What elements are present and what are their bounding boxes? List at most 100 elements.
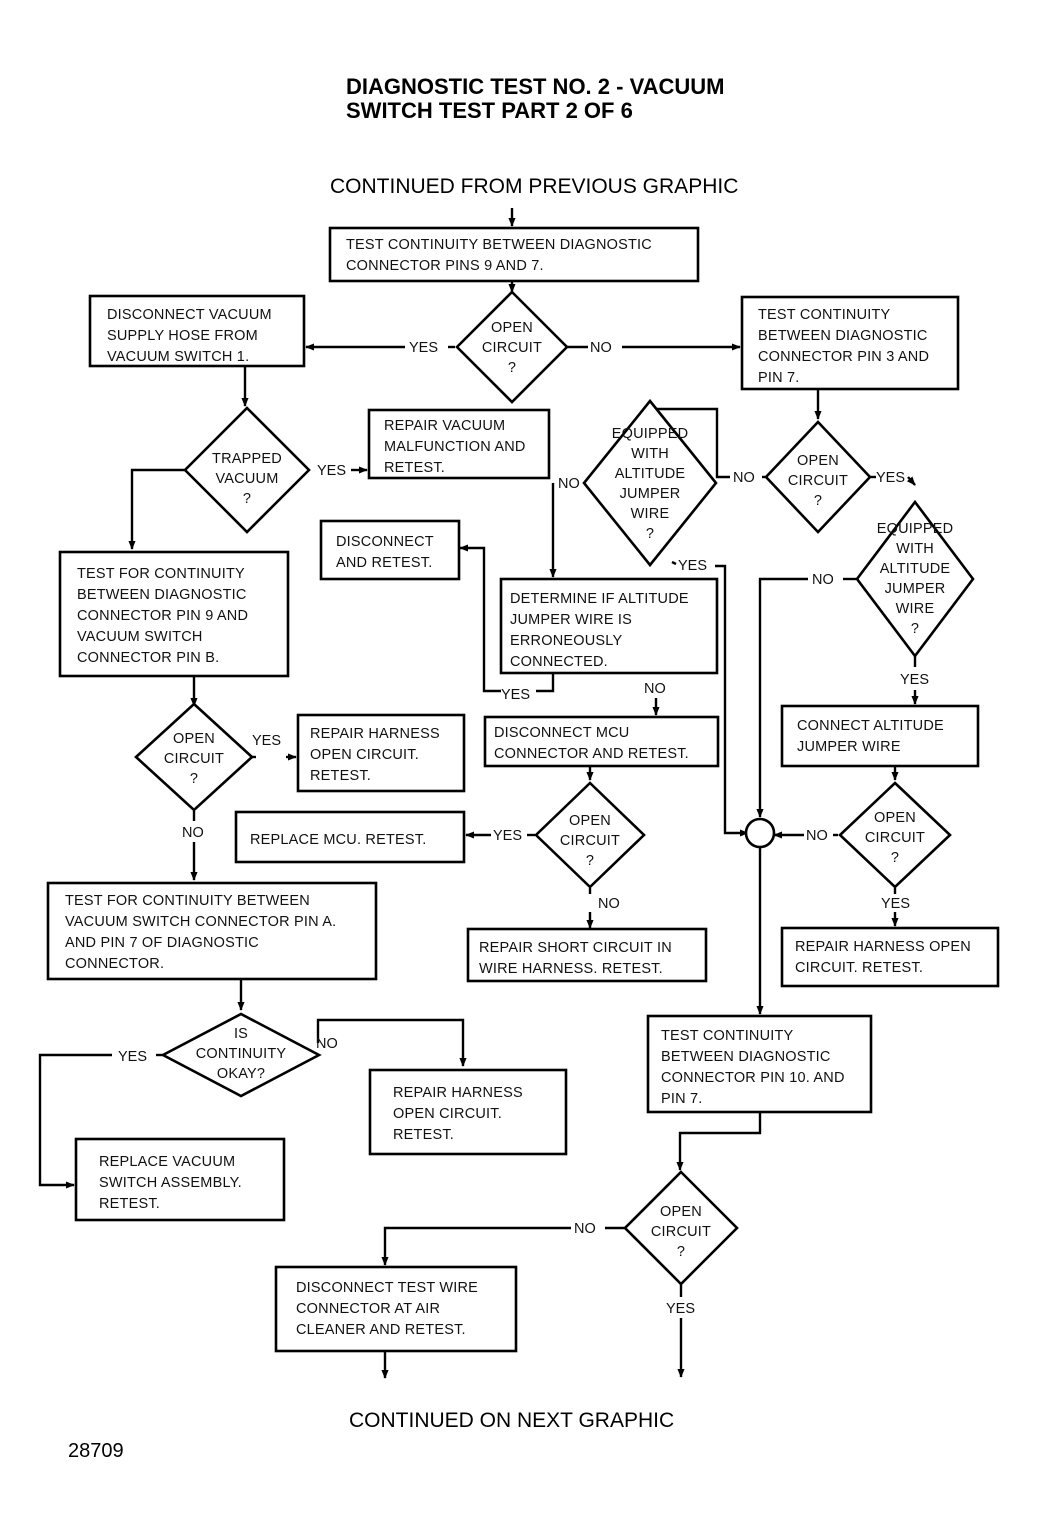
- node-text-line: ERRONEOUSLY: [510, 633, 622, 649]
- process-box: [234, 810, 466, 864]
- node-text-line: OPEN: [569, 813, 611, 829]
- node-text-line: CONNECTOR.: [65, 956, 164, 972]
- node-text-line: TEST CONTINUITY: [758, 307, 891, 323]
- node-text-line: OPEN: [874, 810, 916, 826]
- connector-lines: [38, 208, 919, 1379]
- node-text-line: ?: [190, 771, 198, 787]
- node-text-line: PIN 7.: [661, 1091, 703, 1107]
- label-yes-trapped-vacuum: YES: [317, 463, 346, 479]
- node-text-line: JUMPER: [885, 581, 946, 597]
- node-replace-mcu: REPLACE MCU. RETEST.: [234, 810, 466, 864]
- node-text-line: PIN 7.: [758, 370, 800, 386]
- label-no-open-circuit-6: NO: [574, 1221, 596, 1237]
- node-text-line: ?: [646, 526, 654, 542]
- decision-diamond: [855, 499, 975, 659]
- process-box: [780, 704, 980, 768]
- node-test-pins-9-7: TEST CONTINUITY BETWEEN DIAGNOSTICCONNEC…: [328, 226, 700, 283]
- title-line-1: DIAGNOSTIC TEST NO. 2 - VACUUM: [346, 74, 725, 99]
- node-text-line: OPEN: [797, 453, 839, 469]
- node-text-line: REPAIR HARNESS: [393, 1085, 523, 1101]
- node-text-line: AND RETEST.: [336, 555, 432, 571]
- node-text-line: OPEN: [173, 731, 215, 747]
- node-text-line: IS: [234, 1026, 248, 1042]
- node-text-line: CONNECTOR AND RETEST.: [494, 746, 689, 762]
- node-text-line: JUMPER WIRE: [797, 739, 901, 755]
- node-text-line: DETERMINE IF ALTITUDE: [510, 591, 689, 607]
- process-box: [328, 226, 700, 283]
- label-no-equipped-1: NO: [558, 476, 580, 492]
- node-text-line: JUMPER WIRE IS: [510, 612, 632, 628]
- process-box: [88, 294, 306, 368]
- label-yes-open-circuit-6: YES: [666, 1301, 695, 1317]
- decision-diamond: [534, 781, 646, 889]
- node-text-line: VACUUM SWITCH: [77, 629, 203, 645]
- node-text-line: REPLACE VACUUM: [99, 1154, 235, 1170]
- node-text-line: CLEANER AND RETEST.: [296, 1322, 466, 1338]
- label-no-continuity: NO: [316, 1036, 338, 1052]
- node-text-line: CIRCUIT: [651, 1224, 711, 1240]
- node-text-line: ?: [814, 493, 822, 509]
- node-text-line: TEST CONTINUITY: [661, 1028, 794, 1044]
- process-box: [58, 550, 290, 678]
- node-text-line: CONTINUITY: [196, 1046, 287, 1062]
- label-yes-open-circuit-5: YES: [881, 896, 910, 912]
- node-text-line: CIRCUIT: [560, 833, 620, 849]
- decision-diamond: [764, 420, 872, 534]
- label-no-open-circuit-2: NO: [733, 470, 755, 486]
- node-text-line: WITH: [896, 541, 934, 557]
- decision-diamond: [838, 781, 952, 889]
- junction-circle: [744, 817, 776, 849]
- process-box: [274, 1265, 518, 1353]
- label-no-open-circuit-1: NO: [590, 340, 612, 356]
- process-box: [466, 927, 708, 983]
- continued-on-caption: CONTINUED ON NEXT GRAPHIC: [349, 1409, 674, 1432]
- node-text-line: ?: [586, 853, 594, 869]
- node-determine-altitude-jumper: DETERMINE IF ALTITUDE JUMPER WIRE IS ERRON…: [499, 577, 719, 675]
- node-text-line: WIRE: [631, 506, 670, 522]
- node-text-line: REPAIR SHORT CIRCUIT IN: [479, 940, 672, 956]
- node-text-line: CONNECTOR PINS 9 AND 7.: [346, 258, 544, 274]
- node-text-line: OPEN CIRCUIT.: [393, 1106, 502, 1122]
- node-text-line: WIRE HARNESS. RETEST.: [479, 961, 663, 977]
- node-text-line: TEST FOR CONTINUITY: [77, 566, 245, 582]
- node-text-line: VACUUM SWITCH 1.: [107, 349, 249, 365]
- node-text-line: OKAY?: [217, 1066, 265, 1082]
- decision-diamond: [623, 1170, 739, 1286]
- node-text-line: SWITCH ASSEMBLY.: [99, 1175, 242, 1191]
- label-no-open-circuit-3: NO: [182, 825, 204, 841]
- node-is-continuity-okay: IS CONTINUITY OKAY?: [160, 1012, 322, 1098]
- node-replace-vacuum-switch: REPLACE VACUUM SWITCH ASSEMBLY. RETEST.: [74, 1137, 286, 1222]
- node-text-line: MALFUNCTION AND: [384, 439, 526, 455]
- node-text-line: CONNECT ALTITUDE: [797, 718, 944, 734]
- decision-diamond: [134, 702, 254, 812]
- process-box: [368, 1068, 568, 1156]
- label-yes-equipped-1: YES: [678, 558, 707, 574]
- process-box: [296, 713, 466, 793]
- node-text-line: EQUIPPED: [612, 426, 689, 442]
- node-text-line: OPEN CIRCUIT.: [310, 747, 419, 763]
- node-text-line: DISCONNECT TEST WIRE: [296, 1280, 478, 1296]
- node-text-line: VACUUM: [216, 471, 279, 487]
- process-box: [367, 408, 551, 480]
- label-no-open-circuit-5: NO: [806, 828, 828, 844]
- node-text-line: BETWEEN DIAGNOSTIC: [661, 1049, 831, 1065]
- node-text-line: RETEST.: [99, 1196, 160, 1212]
- node-open-circuit-4: OPEN CIRCUIT?: [534, 781, 646, 889]
- node-text-line: DISCONNECT VACUUM: [107, 307, 272, 323]
- figure-number: 28709: [68, 1440, 124, 1462]
- process-box: [46, 881, 378, 981]
